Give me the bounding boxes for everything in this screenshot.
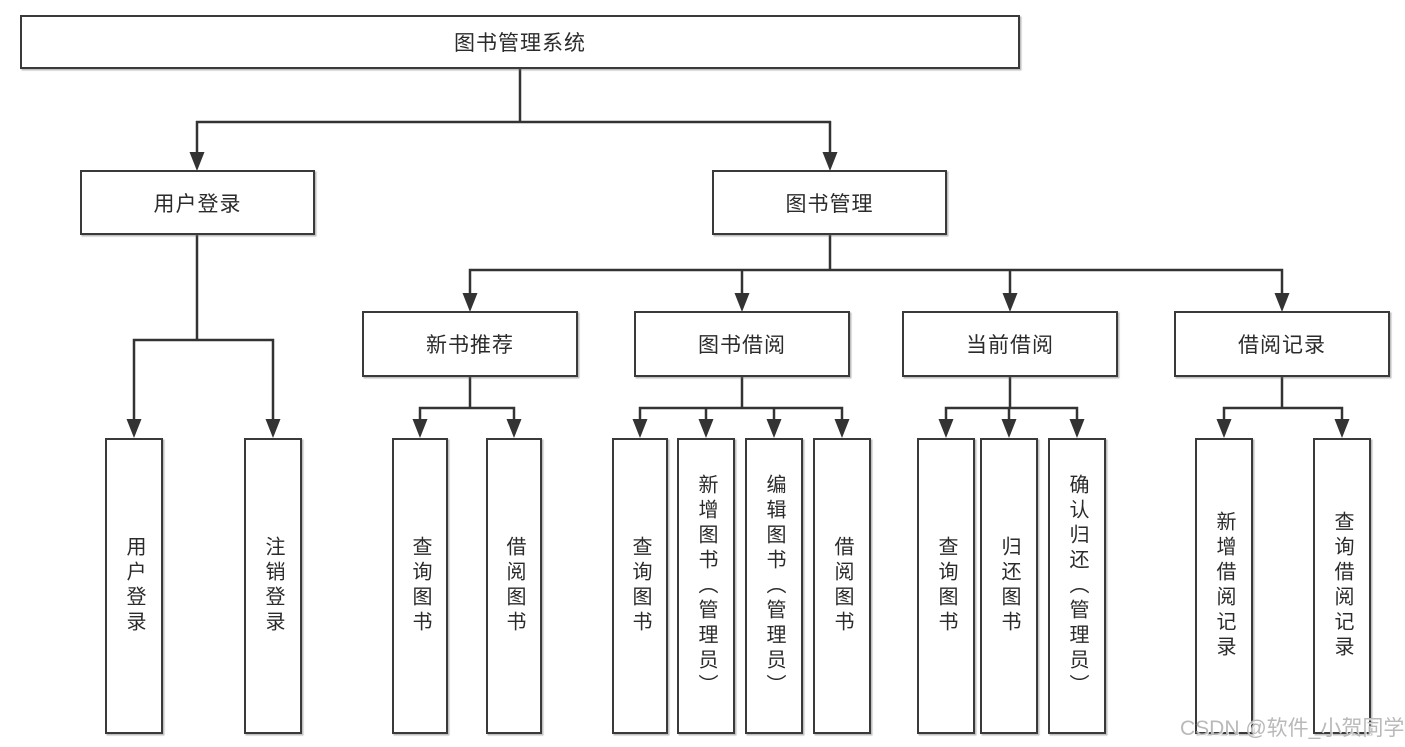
arrowhead-down-icon (462, 293, 478, 312)
connector-new-book (412, 377, 522, 438)
arrowhead-down-icon (766, 419, 782, 438)
leaf-logout: 注销登录 (244, 438, 302, 734)
leaf-borrow-edit-books-admin: 编辑图书（管理员） (745, 438, 803, 734)
leaf-current-confirm-return-admin: 确认归还（管理员） (1048, 438, 1106, 734)
connector-line (132, 235, 275, 421)
watermark: CSDN @软件_小贺同学 (1180, 717, 1405, 740)
leaf-records-add-record: 新增借阅记录 (1195, 438, 1253, 734)
arrowhead-down-icon (126, 419, 142, 438)
connector-line (638, 377, 844, 421)
node-borrow-records: 借阅记录 (1174, 311, 1390, 377)
connector-user-login (126, 235, 281, 438)
leaf-borrow-query-books: 查询图书 (612, 438, 668, 734)
connector-book-management (462, 235, 1290, 312)
node-new-book-recommend: 新书推荐 (362, 311, 578, 377)
leaf-borrow-add-books-admin: 新增图书（管理员） (677, 438, 735, 734)
arrowhead-down-icon (698, 419, 714, 438)
node-book-borrow: 图书借阅 (634, 311, 850, 377)
arrowhead-down-icon (734, 293, 750, 312)
connector-line (418, 377, 516, 421)
leaf-newbook-borrow-books: 借阅图书 (486, 438, 542, 734)
arrowhead-down-icon (506, 419, 522, 438)
connector-line (944, 377, 1079, 421)
connector-line (1222, 377, 1344, 421)
connector-current-borrow (938, 377, 1085, 438)
arrowhead-down-icon (412, 419, 428, 438)
arrowhead-down-icon (938, 419, 954, 438)
arrowhead-down-icon (1334, 419, 1350, 438)
arrowhead-down-icon (1002, 293, 1018, 312)
node-library-system: 图书管理系统 (20, 15, 1020, 69)
leaf-current-query-books: 查询图书 (917, 438, 975, 734)
arrowhead-down-icon (189, 152, 205, 171)
arrowhead-down-icon (1274, 293, 1290, 312)
leaf-current-return-books: 归还图书 (980, 438, 1038, 734)
leaf-borrow-borrow-books: 借阅图书 (813, 438, 871, 734)
arrowhead-down-icon (1001, 419, 1017, 438)
arrowhead-down-icon (822, 152, 838, 171)
arrowhead-down-icon (265, 419, 281, 438)
node-current-borrow: 当前借阅 (902, 311, 1118, 377)
node-book-management: 图书管理 (712, 170, 947, 235)
leaf-records-query-record: 查询借阅记录 (1313, 438, 1371, 734)
arrowhead-down-icon (632, 419, 648, 438)
arrowhead-down-icon (1069, 419, 1085, 438)
leaf-newbook-query-books: 查询图书 (392, 438, 448, 734)
connector-line (468, 235, 1284, 295)
connector-line (195, 69, 832, 154)
connector-book-borrow (632, 377, 850, 438)
arrowhead-down-icon (1216, 419, 1232, 438)
leaf-user-login: 用户登录 (105, 438, 163, 734)
node-user-login: 用户登录 (80, 170, 315, 235)
connector-root (189, 69, 838, 171)
connector-borrow-records (1216, 377, 1350, 438)
arrowhead-down-icon (834, 419, 850, 438)
